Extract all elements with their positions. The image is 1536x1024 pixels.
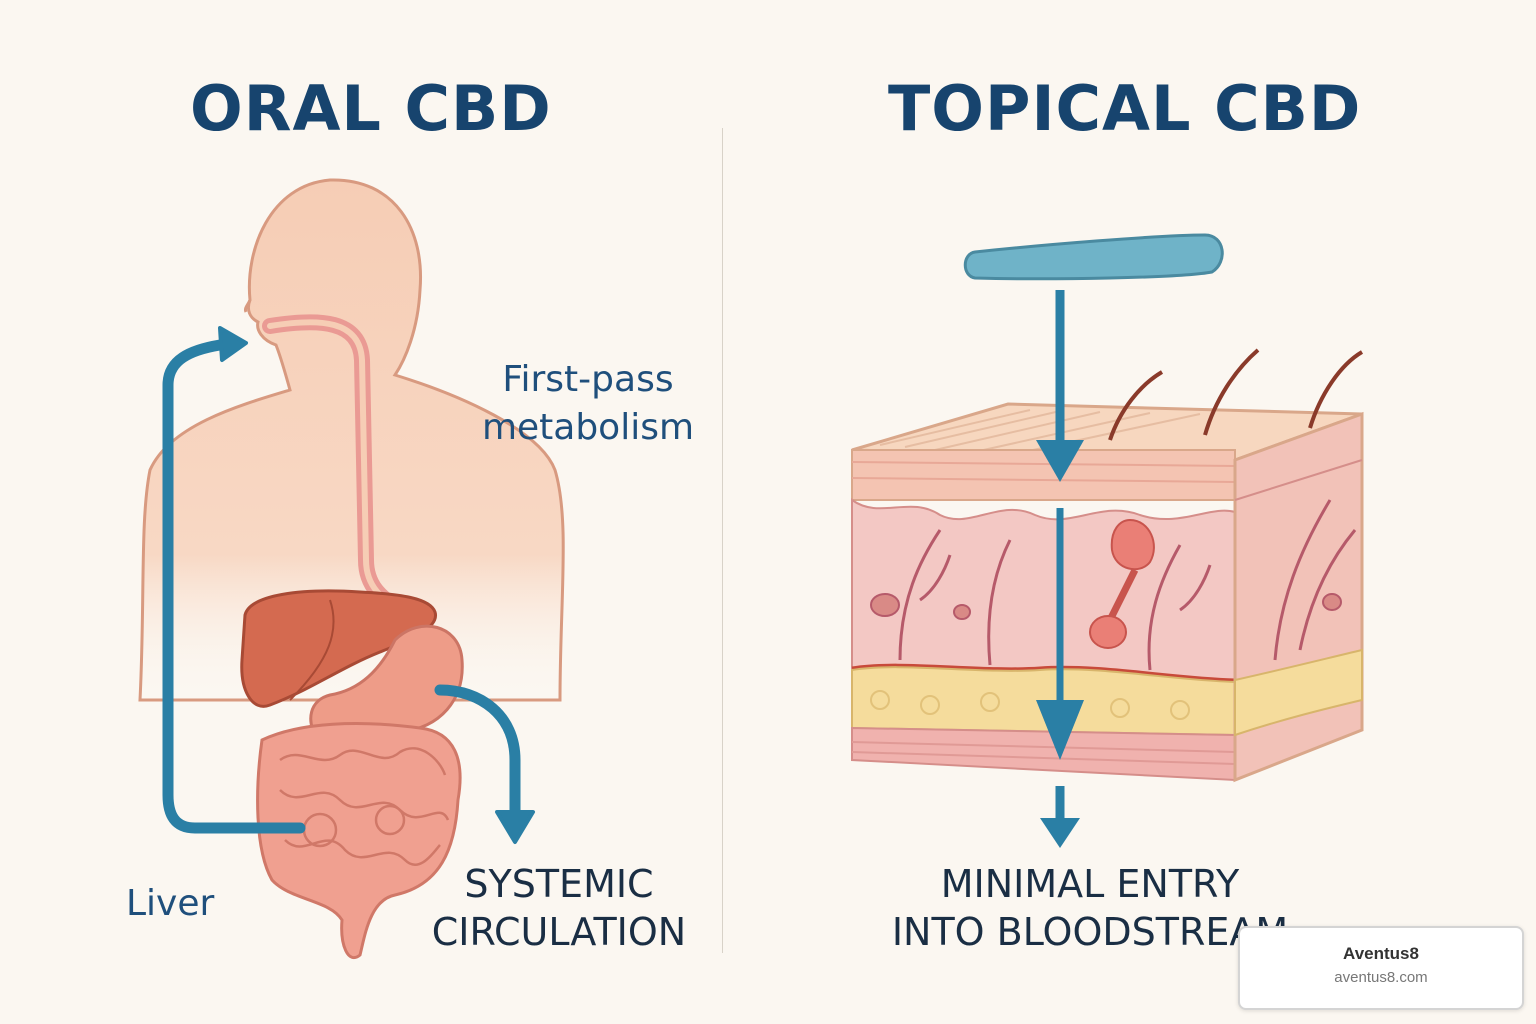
minimal-entry-label: MINIMAL ENTRY INTO BLOODSTREAM [860, 860, 1320, 956]
watermark-url: aventus8.com [1334, 969, 1428, 986]
systemic-circulation-arrow [434, 684, 521, 821]
skin-penetration-arrow [1036, 290, 1084, 760]
systemic-line-1: SYSTEMIC [464, 862, 654, 906]
intestines-organ [256, 722, 462, 959]
watermark-badge[interactable]: Aventus8 aventus8.com [1238, 926, 1524, 1010]
topical-applicator [963, 233, 1224, 281]
bloodstream-arrow [1040, 786, 1080, 848]
minimal-line-1: MINIMAL ENTRY [940, 862, 1240, 906]
topical-cbd-title: TOPICAL CBD [888, 72, 1362, 145]
oral-cbd-title: ORAL CBD [190, 72, 552, 145]
minimal-line-2: INTO BLOODSTREAM [891, 910, 1289, 954]
first-pass-line-2: metabolism [481, 407, 695, 448]
watermark-name: Aventus8 [1343, 944, 1419, 963]
skin-cross-section [851, 348, 1364, 783]
systemic-line-2: CIRCULATION [431, 910, 687, 954]
liver-label: Liver [126, 883, 215, 924]
systemic-circulation-label: SYSTEMIC CIRCULATION [424, 860, 694, 956]
first-pass-line-1: First-pass [502, 359, 674, 400]
return-to-mouth-arrow [162, 339, 306, 834]
panel-divider [722, 128, 723, 953]
first-pass-metabolism-label: First-pass metabolism [478, 356, 698, 452]
